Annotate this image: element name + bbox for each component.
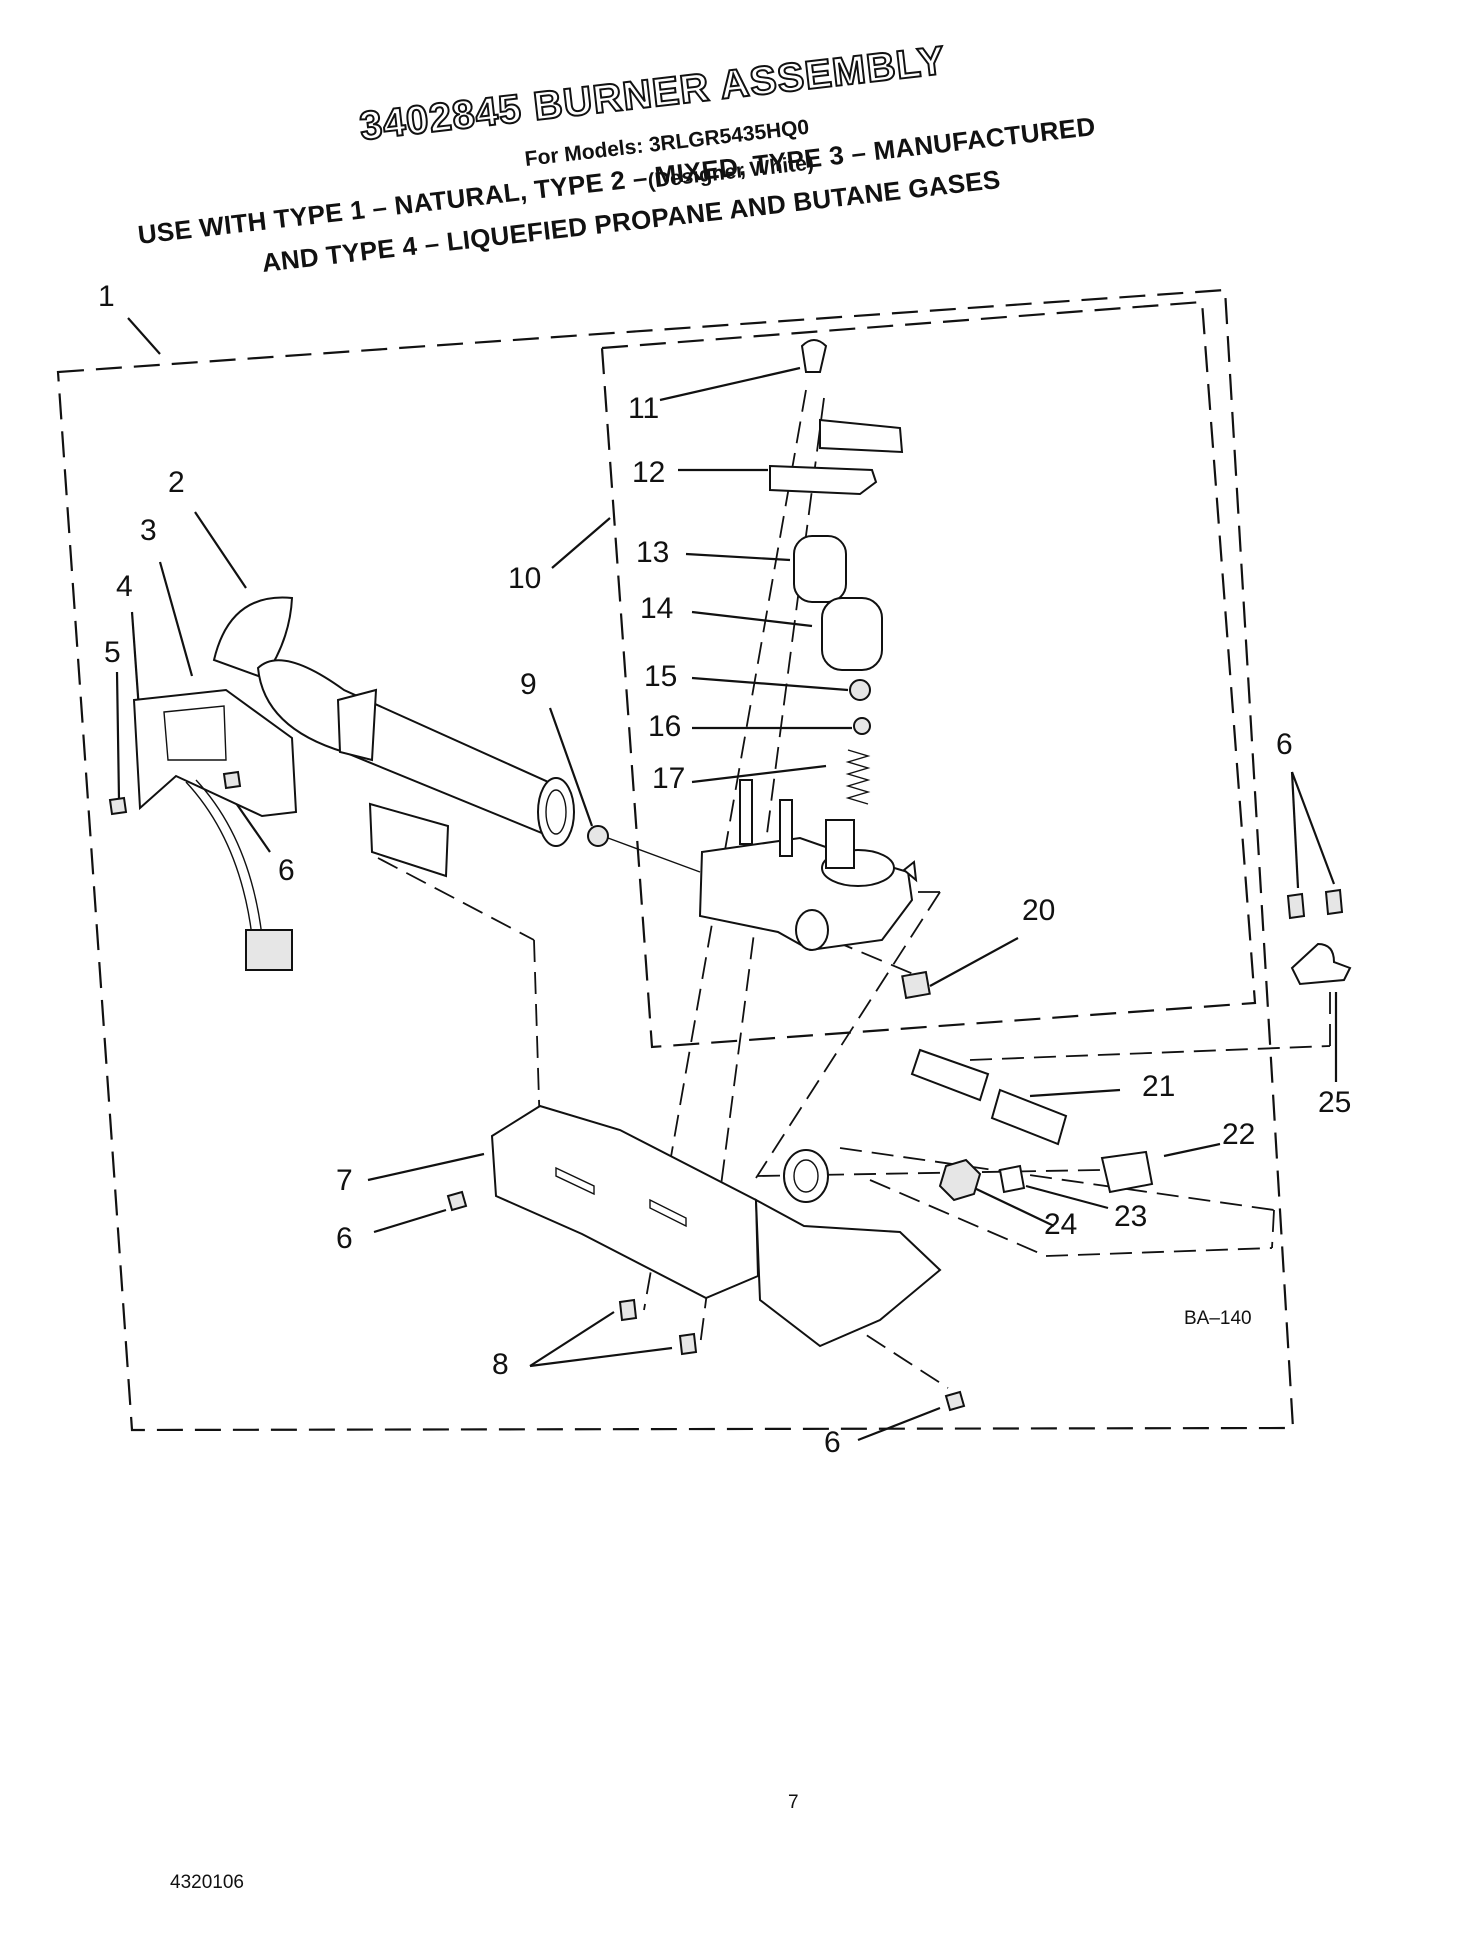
- callout-21: 21: [1142, 1070, 1176, 1103]
- diagram-code: BA–140: [1184, 1308, 1252, 1329]
- callout-12: 12: [632, 456, 666, 489]
- callout-11: 11: [628, 392, 660, 425]
- callout-24: 24: [1044, 1208, 1078, 1241]
- burner-bracket: [490, 1104, 942, 1348]
- callout-6-bracket: 6: [336, 1222, 353, 1255]
- callout-6-igniter: 6: [278, 854, 295, 887]
- callout-17: 17: [652, 762, 686, 795]
- page-number: 7: [788, 1792, 799, 1813]
- callout-8: 8: [492, 1348, 509, 1381]
- assembly-boundary: [56, 288, 1295, 1432]
- orifice: [587, 825, 609, 847]
- callout-6-bottom: 6: [824, 1426, 841, 1459]
- callout-14: 14: [640, 592, 674, 625]
- leader-lines: [115, 317, 1338, 1442]
- burner-tube: [212, 596, 575, 847]
- gas-pipe-fittings: [910, 1048, 1154, 1202]
- callout-7: 7: [336, 1164, 353, 1197]
- valve-connector: [901, 970, 931, 1000]
- callout-22: 22: [1222, 1118, 1256, 1151]
- valve-coil-stack: [769, 339, 904, 805]
- callout-3: 3: [140, 514, 157, 547]
- doc-number: 4320106: [170, 1872, 244, 1893]
- callout-5: 5: [104, 636, 121, 669]
- callout-6-clamp: 6: [1276, 728, 1293, 761]
- callout-16: 16: [648, 710, 682, 743]
- callout-13: 13: [636, 536, 670, 569]
- callout-20: 20: [1022, 894, 1056, 927]
- callout-10: 10: [508, 562, 542, 595]
- callout-9: 9: [520, 668, 537, 701]
- callout-2: 2: [168, 466, 185, 499]
- pipe-clamp: [1290, 942, 1352, 986]
- screws: [108, 770, 1344, 1412]
- gas-valve-body: [698, 779, 918, 952]
- callout-25: 25: [1318, 1086, 1352, 1119]
- igniter-wires: [185, 779, 293, 971]
- igniter-bracket: [132, 688, 450, 878]
- callout-15: 15: [644, 660, 678, 693]
- callout-1: 1: [98, 280, 115, 313]
- callout-23: 23: [1114, 1200, 1148, 1233]
- callout-4: 4: [116, 570, 133, 603]
- valve-group-boundary: [600, 300, 1257, 1049]
